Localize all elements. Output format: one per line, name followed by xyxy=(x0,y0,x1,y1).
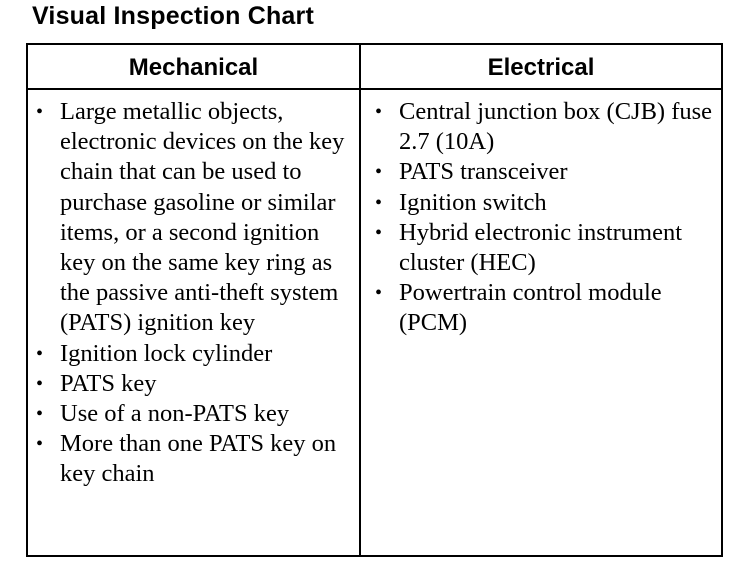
list-item: • Central junction box (CJB) fuse 2.7 (10… xyxy=(373,97,713,157)
bullet-icon: • xyxy=(36,342,44,365)
bullet-icon: • xyxy=(36,433,44,456)
electrical-list: • Central junction box (CJB) fuse 2.7 (10… xyxy=(373,97,713,339)
list-item: • Large metallic objects, electronic devi… xyxy=(34,97,352,339)
list-item: • PATS transceiver xyxy=(373,157,713,187)
bullet-icon: • xyxy=(36,101,44,123)
bullet-icon: • xyxy=(375,282,383,305)
list-item: • Ignition switch xyxy=(373,188,713,218)
column-divider xyxy=(359,45,361,555)
list-item-text: PATS key xyxy=(60,369,157,397)
inspection-table: Mechanical Electrical • Large metallic ob… xyxy=(26,43,723,557)
list-item: • Powertrain control module (PCM) xyxy=(373,278,713,338)
list-item-text: PATS transceiver xyxy=(399,158,568,186)
list-item: • Ignition lock cylinder xyxy=(34,339,352,369)
list-item-text: Ignition switch xyxy=(399,188,547,216)
list-item-text: Use of a non-PATS key xyxy=(60,400,290,428)
bullet-icon: • xyxy=(375,101,383,123)
bullet-icon: • xyxy=(375,161,383,184)
list-item: • More than one PATS key on key chain xyxy=(34,429,352,489)
bullet-icon: • xyxy=(375,221,383,244)
list-item: • Use of a non-PATS key xyxy=(34,399,352,429)
header-divider xyxy=(28,88,721,90)
list-item: • Hybrid electronic instrument cluster (H… xyxy=(373,218,713,278)
chart-title: Visual Inspection Chart xyxy=(32,2,314,30)
electrical-header: Electrical xyxy=(487,54,595,81)
bullet-icon: • xyxy=(375,191,383,214)
bullet-icon: • xyxy=(36,403,44,426)
mechanical-list: • Large metallic objects, electronic devi… xyxy=(34,97,352,490)
list-item-text: More than one PATS key on key chain xyxy=(60,430,337,488)
list-item-text: Central junction box (CJB) fuse 2.7 (10A… xyxy=(399,98,713,156)
list-item-text: Hybrid electronic instrument cluster (HE… xyxy=(399,218,683,277)
list-item-text: Powertrain control module (PCM) xyxy=(399,279,662,337)
list-item-text: Large metallic objects, electronic devic… xyxy=(60,98,345,337)
bullet-icon: • xyxy=(36,372,44,395)
list-item-text: Ignition lock cylinder xyxy=(60,339,273,367)
mechanical-header: Mechanical xyxy=(128,54,259,81)
list-item: • PATS key xyxy=(34,369,352,399)
